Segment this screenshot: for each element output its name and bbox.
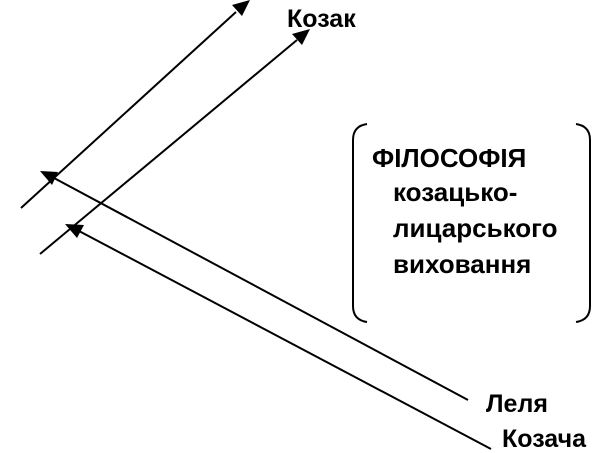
arrowhead-lower-descending: [65, 224, 84, 238]
box-line-1: ФІЛОСОФІЯ: [372, 143, 526, 173]
rising-line-upper-group: [20, 0, 250, 209]
arrowhead-lower-rising: [292, 29, 310, 45]
descending-line-upper-group: [40, 171, 469, 401]
rising-line-upper: [20, 11, 237, 209]
rising-line-lower-group: [39, 29, 310, 255]
box-line-2: козацько-: [393, 177, 517, 207]
rising-line-lower: [39, 39, 298, 255]
descending-line-lower: [78, 230, 492, 450]
philosophy-box: ФІЛОСОФІЯ козацько- лицарського вихованн…: [352, 123, 591, 323]
box-line-3: лицарського: [393, 213, 558, 243]
box-line-4: виховання: [393, 249, 531, 279]
descending-line-upper: [53, 177, 469, 401]
label-kozacha: Козача: [502, 425, 587, 453]
arrowhead-upper-rising: [232, 0, 250, 16]
left-bracket: [352, 123, 368, 323]
arrowhead-upper-descending: [40, 171, 58, 185]
label-kozak: Козак: [287, 5, 356, 33]
right-bracket: [575, 123, 591, 323]
label-lelia: Леля: [486, 390, 548, 418]
descending-line-lower-group: [65, 224, 492, 450]
